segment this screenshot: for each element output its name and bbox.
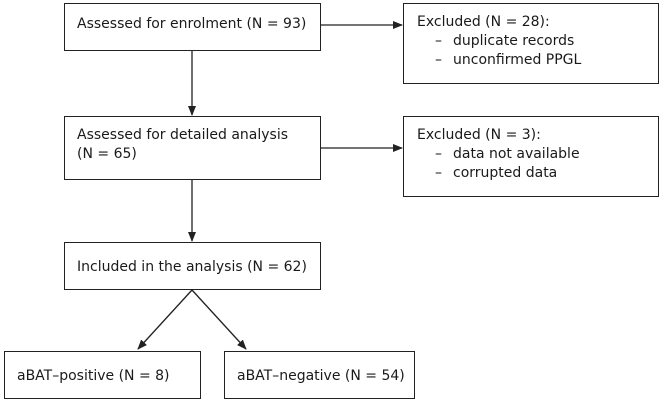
excluded-reason: duplicate records	[453, 33, 575, 49]
excluded-2-title: Excluded (N = 3):	[417, 127, 541, 143]
box-abat-negative-label: aBAT–negative (N = 54)	[237, 368, 405, 384]
dash-bullet: –	[435, 165, 442, 181]
box-assessed-detailed-analysis: Assessed for detailed analysis (N = 65)	[64, 116, 321, 180]
box-abat-negative: aBAT–negative (N = 54)	[224, 351, 415, 399]
dash-bullet: –	[435, 33, 442, 49]
box-abat-positive: aBAT–positive (N = 8)	[4, 351, 201, 399]
excluded-1-list: –duplicate records –unconfirmed PPGL	[417, 32, 658, 70]
box-abat-positive-label: aBAT–positive (N = 8)	[17, 368, 170, 384]
box-included-label: Included in the analysis (N = 62)	[77, 259, 307, 275]
list-item: –corrupted data	[435, 164, 658, 183]
box-excluded-2: Excluded (N = 3): –data not available –c…	[403, 116, 659, 197]
excluded-1-title: Excluded (N = 28):	[417, 14, 550, 30]
box-included-analysis: Included in the analysis (N = 62)	[64, 242, 321, 290]
dash-bullet: –	[435, 52, 442, 68]
excluded-reason: data not available	[453, 146, 580, 162]
box-assessed-enrolment-label: Assessed for enrolment (N = 93)	[77, 16, 307, 32]
box-assessed-detailed-count: (N = 65)	[77, 146, 137, 162]
arrow-included-to-negative	[191, 289, 247, 350]
box-assessed-detailed-label: Assessed for detailed analysis	[77, 127, 288, 143]
excluded-reason: corrupted data	[453, 165, 558, 181]
list-item: –duplicate records	[435, 32, 658, 51]
excluded-2-list: –data not available –corrupted data	[417, 145, 658, 183]
list-item: –unconfirmed PPGL	[435, 51, 658, 70]
excluded-reason: unconfirmed PPGL	[453, 52, 582, 68]
box-assessed-enrolment: Assessed for enrolment (N = 93)	[64, 3, 321, 51]
arrow-included-to-positive	[137, 289, 193, 350]
list-item: –data not available	[435, 145, 658, 164]
dash-bullet: –	[435, 146, 442, 162]
box-excluded-1: Excluded (N = 28): –duplicate records –u…	[403, 3, 659, 84]
